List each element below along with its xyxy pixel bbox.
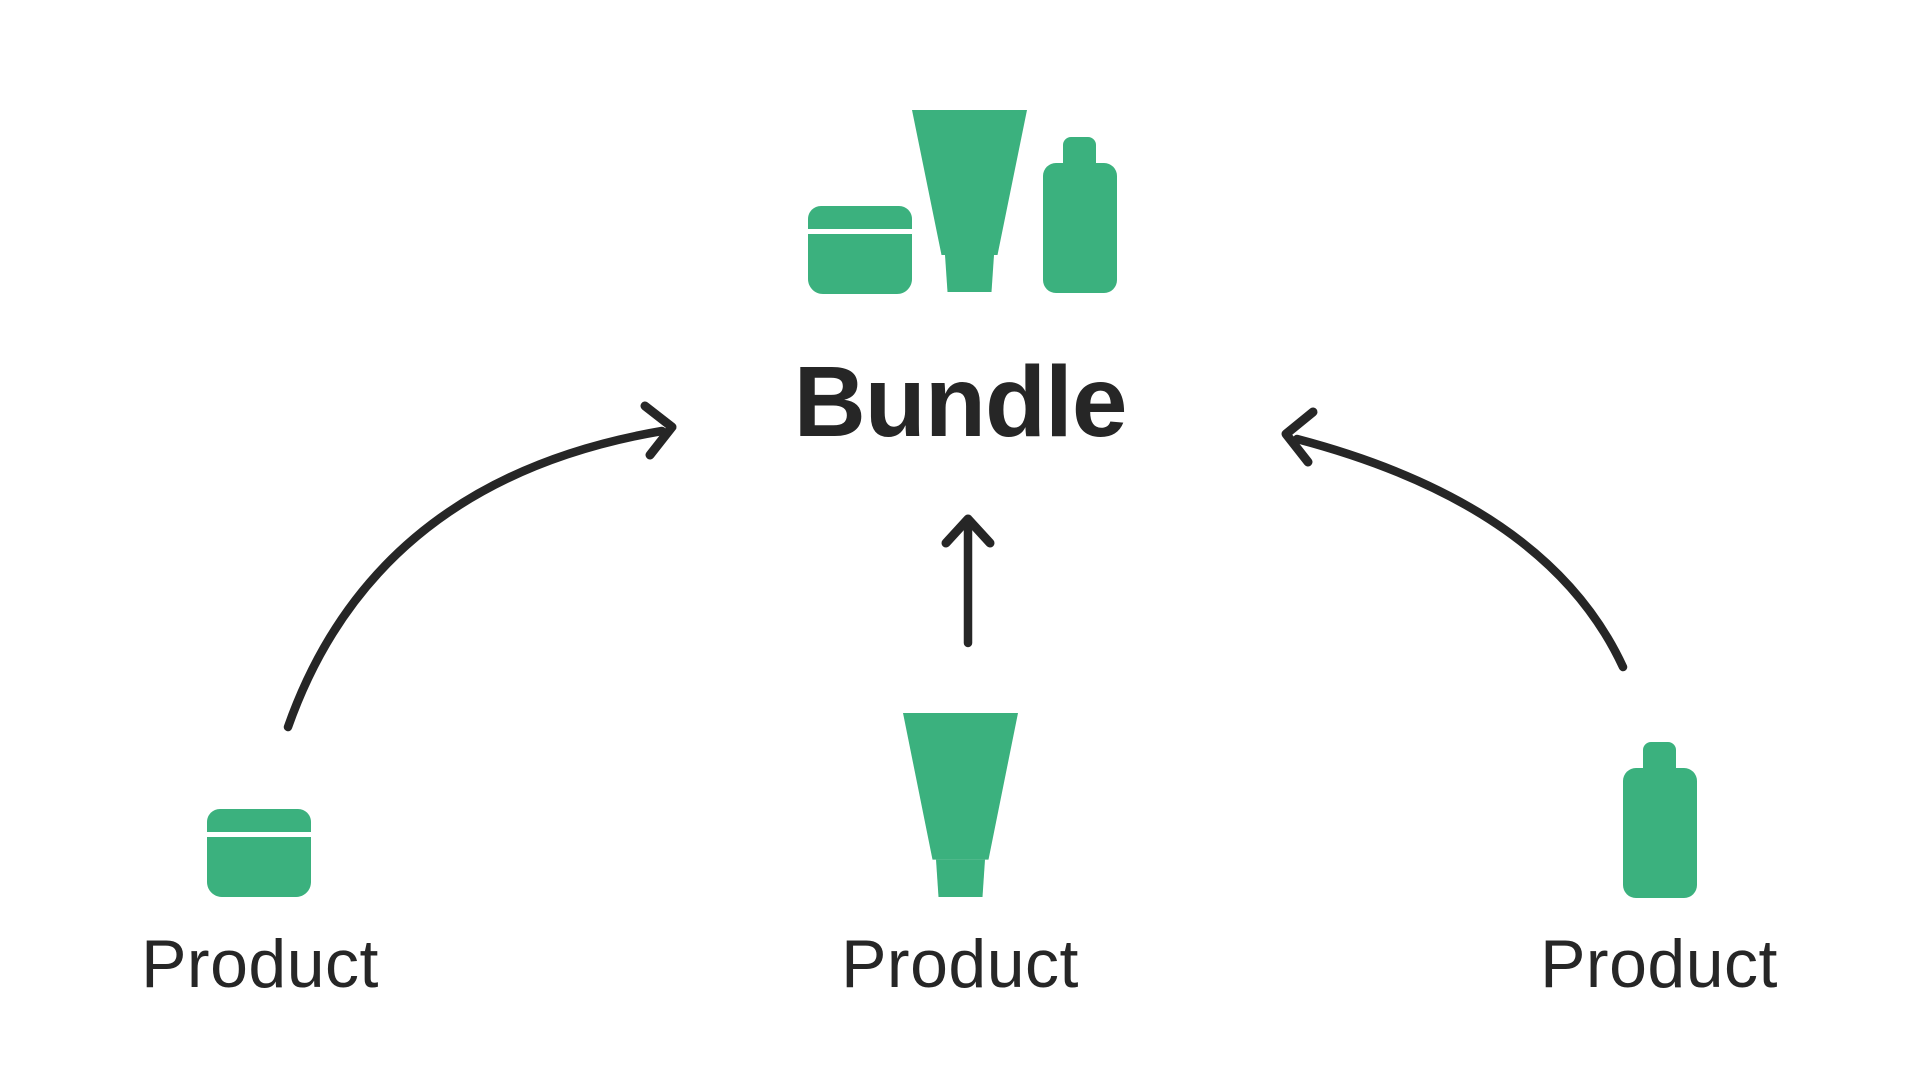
bundle-bottle-icon (1043, 137, 1117, 293)
jar-icon (207, 809, 311, 897)
product-label-jar: Product (141, 926, 379, 1002)
bundle-jar-icon (808, 206, 912, 294)
straight-arrow-up-icon (941, 514, 995, 648)
product-label-bottle: Product (1540, 926, 1778, 1002)
curved-arrow-right-icon (1281, 407, 1628, 672)
bottle-icon (1623, 742, 1697, 898)
curved-arrow-left-icon (283, 401, 677, 732)
product-label-tube: Product (841, 926, 1079, 1002)
bundle-label: Bundle (793, 346, 1128, 458)
bundle-tube-icon (912, 110, 1027, 292)
tube-icon (903, 713, 1018, 897)
